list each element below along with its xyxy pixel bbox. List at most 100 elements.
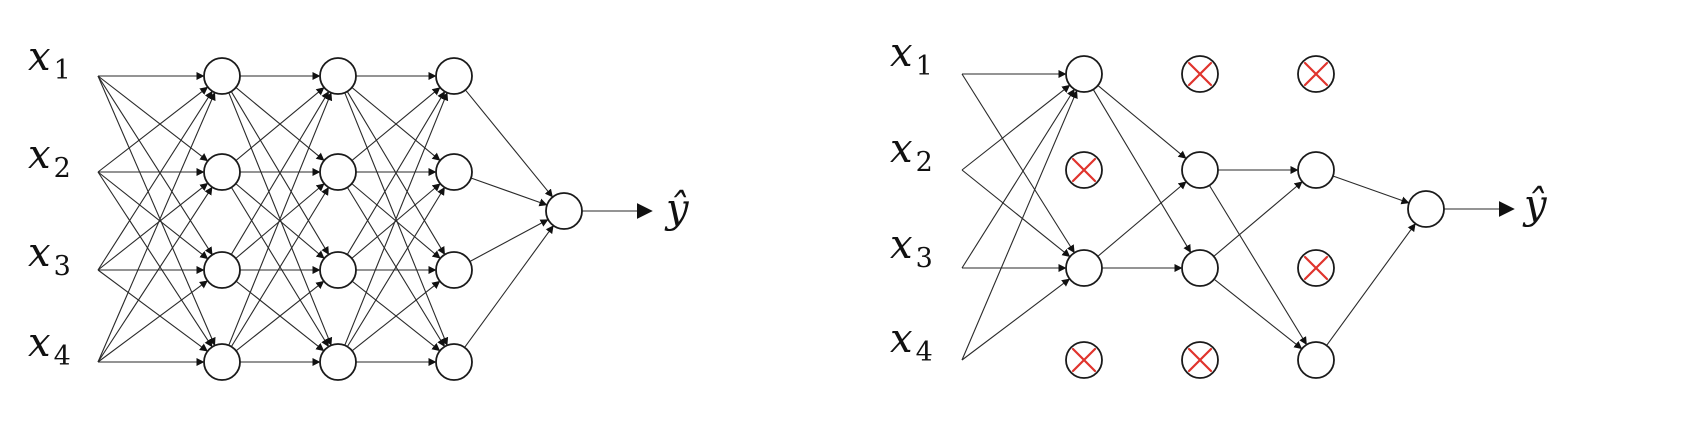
unit-circle <box>203 57 241 95</box>
dropout-network <box>961 55 1515 379</box>
left-edge-h3u2-out <box>470 177 548 207</box>
right-unit-l1-n1 <box>1065 55 1103 93</box>
right-edge-h2u2-h3u4 <box>1208 185 1308 345</box>
left-edge-x3-h1u2 <box>97 182 209 271</box>
left-unit-l3-n4 <box>435 343 473 381</box>
unit-circle <box>203 153 241 191</box>
dropout-x-icon <box>1187 61 1213 87</box>
full-network <box>97 57 653 381</box>
dropout-x-icon <box>1187 347 1213 373</box>
right-unit-l2-n4-dropped <box>1181 341 1219 379</box>
left-edges <box>97 72 653 366</box>
right-edge-h1u1-h2u2 <box>1097 85 1187 159</box>
right-output-unit <box>1407 190 1445 228</box>
right-unit-l2-n3 <box>1181 249 1219 287</box>
left-unit-l1-n2 <box>203 153 241 191</box>
unit-circle <box>319 251 357 289</box>
left-edge-h1u4-h2u1 <box>228 92 333 346</box>
left-unit-l3-n2 <box>435 153 473 191</box>
left-edge-h2u3-h3u2 <box>351 183 441 259</box>
left-edge-h2u2-h3u1 <box>351 87 441 161</box>
dropout-x-icon <box>1071 157 1097 183</box>
right-edge-h3u2-out <box>1332 175 1410 205</box>
dropout-x-icon <box>1303 255 1329 281</box>
right-edges <box>961 70 1515 361</box>
left-edge-x2-h1u4 <box>97 171 213 348</box>
left-edge-x4-h1u3 <box>97 280 208 363</box>
x-stroke <box>1071 157 1097 183</box>
left-edge-x1-h1u4 <box>97 75 216 346</box>
left-edge-h3u4-out <box>464 225 554 348</box>
unit-circle <box>1181 249 1219 287</box>
unit-circle <box>1065 249 1103 287</box>
left-unit-l3-n1 <box>435 57 473 95</box>
dropout-x-icon <box>1303 61 1329 87</box>
x-stroke <box>1187 61 1213 87</box>
right-edge-h2u3-h3u4 <box>1213 278 1303 350</box>
left-edge-x2-h1u3 <box>97 171 209 260</box>
right-unit-l2-n2 <box>1181 151 1219 189</box>
right-unit-l2-n1-dropped <box>1181 55 1219 93</box>
left-unit-l1-n4 <box>203 343 241 381</box>
left-output-unit <box>545 192 583 230</box>
output-label-y-hat: ŷ <box>664 186 690 232</box>
right-edge-h2u3-h3u2 <box>1213 181 1303 257</box>
right-nodes <box>1065 55 1445 379</box>
left-edge-h1u3-h2u2 <box>235 183 325 259</box>
right-edge-h1u1-h2u3 <box>1092 89 1192 253</box>
right-edge-x2-h1u3 <box>961 169 1071 258</box>
left-edge-h1u2-h2u1 <box>235 87 325 161</box>
left-edge-x4-h1u1 <box>97 92 216 363</box>
left-edge-h2u4-h3u3 <box>351 280 441 352</box>
left-edge-x4-h1u2 <box>97 186 213 363</box>
unit-circle <box>1297 341 1335 379</box>
left-unit-l2-n4 <box>319 343 357 381</box>
left-nodes <box>203 57 583 381</box>
left-unit-l1-n1 <box>203 57 241 95</box>
left-edge-x3-h1u1 <box>97 90 213 271</box>
right-edge-x4-h1u1 <box>961 90 1078 361</box>
left-edge-h3u1-out <box>464 89 554 198</box>
unit-circle <box>203 251 241 289</box>
x-stroke <box>1071 347 1097 373</box>
x-stroke <box>1303 61 1329 87</box>
left-edge-h2u3-h3u1 <box>346 91 446 255</box>
left-unit-l3-n3 <box>435 251 473 289</box>
right-edge-x3-h1u1 <box>961 88 1075 269</box>
right-edge-x4-h1u3 <box>961 278 1070 361</box>
left-unit-l2-n1 <box>319 57 357 95</box>
right-unit-l3-n1-dropped <box>1297 55 1335 93</box>
left-unit-l1-n3 <box>203 251 241 289</box>
right-unit-l1-n4-dropped <box>1065 341 1103 379</box>
left-edge-x1-h1u2 <box>97 75 209 162</box>
dropout-x-icon <box>1071 347 1097 373</box>
left-unit-l2-n2 <box>319 153 357 191</box>
right-unit-l1-n3 <box>1065 249 1103 287</box>
right-edge-x1-h1u3 <box>961 73 1075 254</box>
unit-circle <box>1181 151 1219 189</box>
unit-circle <box>1297 151 1335 189</box>
unit-circle <box>435 343 473 381</box>
right-edge-x2-h1u1 <box>961 84 1071 171</box>
unit-circle <box>319 153 357 191</box>
left-edge-h1u4-h2u2 <box>230 187 330 347</box>
left-edge-h1u3-h2u1 <box>230 91 330 255</box>
right-unit-l3-n4 <box>1297 341 1335 379</box>
right-edge-h3u4-out <box>1326 223 1416 346</box>
left-edge-x1-h1u3 <box>97 75 213 256</box>
unit-circle <box>435 57 473 95</box>
output-label-y-hat-right: ŷ <box>1522 182 1548 228</box>
left-unit-l2-n3 <box>319 251 357 289</box>
x-stroke <box>1187 347 1213 373</box>
left-edge-h2u4-h3u1 <box>344 92 449 346</box>
unit-circle <box>435 153 473 191</box>
